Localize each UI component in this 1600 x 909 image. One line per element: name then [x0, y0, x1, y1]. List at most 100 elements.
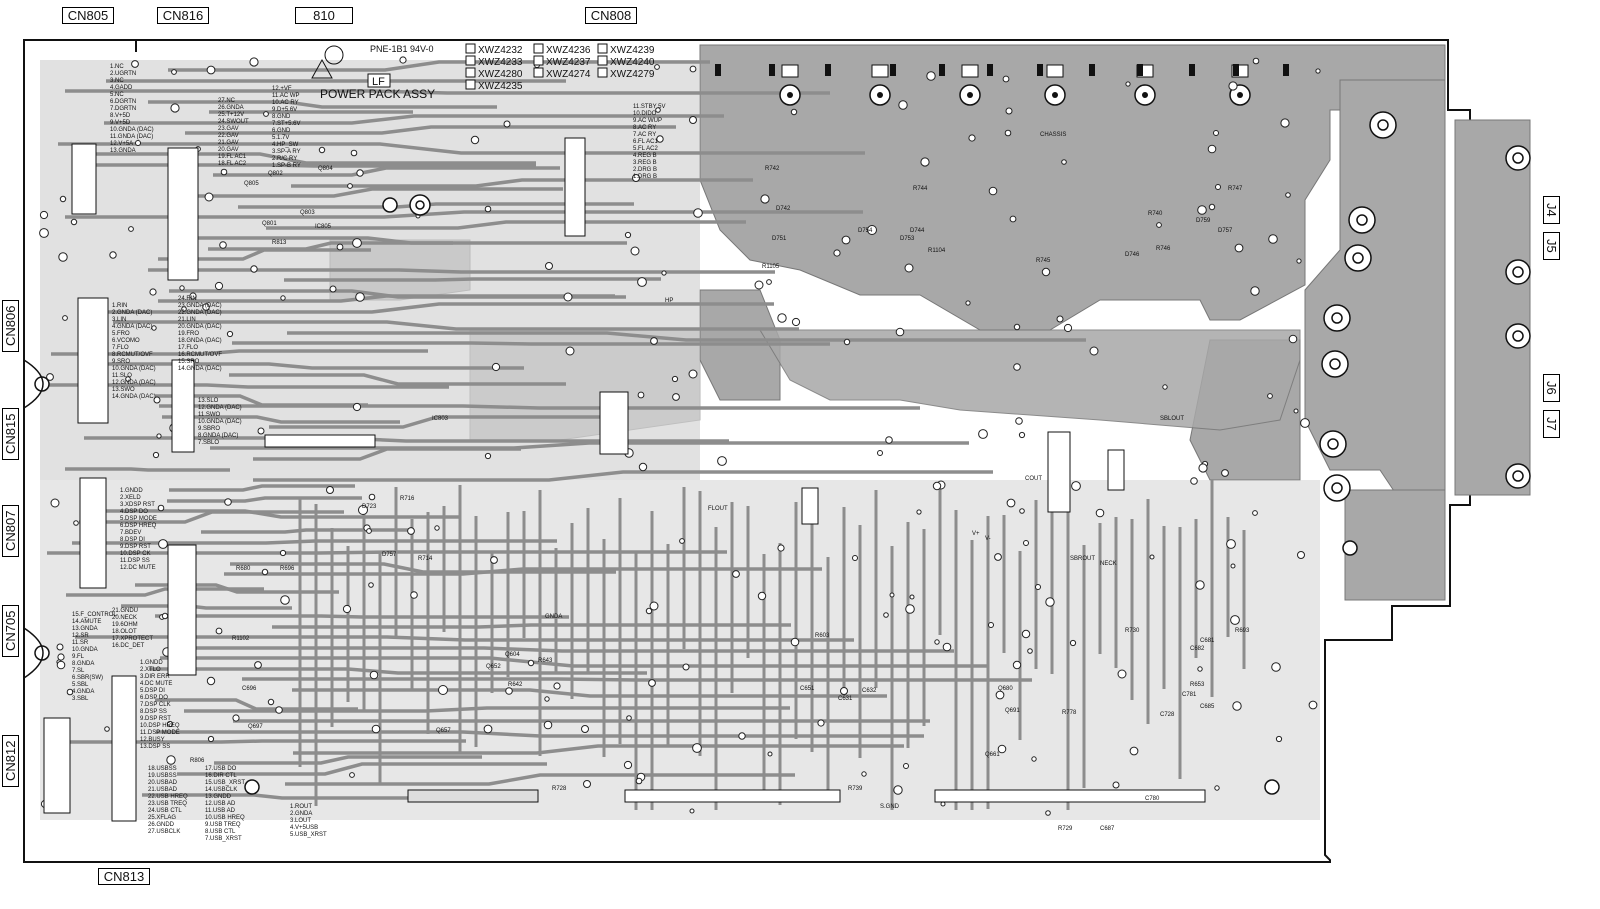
pin-list-cn813c: 18.USBSS 19.USBSS 20.USBAD 21.USBAD 22.U…	[148, 766, 188, 835]
net-label: HP	[665, 298, 673, 304]
net-label: COUT	[1025, 476, 1042, 482]
net-label: NECK	[1100, 561, 1117, 567]
component-ref: R714	[418, 556, 433, 562]
component-ref: R806	[190, 758, 205, 764]
component-ref: C681	[1200, 638, 1215, 644]
net-label: GNDA	[545, 614, 562, 620]
component-ref: Q801	[262, 221, 277, 227]
pin-list-cn805: 1.NC 2.UGRTN 3.NC 4.GADD 5.NC 6.DGRTN 7.…	[110, 64, 154, 154]
connector-label-cn805: CN805	[62, 7, 114, 24]
jack-label-j4: J4	[1543, 196, 1560, 224]
connector-label-cn812: CN812	[2, 735, 19, 787]
board-title: POWER PACK ASSY	[320, 87, 435, 101]
pin-list-cn815: 13.SLO 12.GNDA (DAC) 11.SWO 10.GNDA (DAC…	[198, 398, 242, 446]
component-ref: C780	[1145, 796, 1160, 802]
component-ref: IC805	[315, 224, 332, 230]
revision-code: XWZ4232	[478, 45, 523, 56]
component-ref: R740	[1148, 211, 1163, 217]
component-ref: R745	[1036, 258, 1051, 264]
component-ref: D742	[776, 206, 791, 212]
component-ref: C728	[1160, 712, 1175, 718]
pin-list-cn807: 1.GNDD 2.XELD 3.XDSP RST 4.DSP DO 5.DSP …	[120, 488, 157, 571]
trace-region	[40, 60, 1320, 820]
component-ref: R716	[400, 496, 415, 502]
component-ref: R643	[538, 658, 553, 664]
component-ref: Q680	[998, 686, 1013, 692]
pin-list-cn816b: 27.NC 26.GNDA 25.T+12V 24.SWOUT 23.GAV 2…	[218, 98, 249, 167]
connector-label-cn705: CN705	[2, 605, 19, 657]
component-ref: R746	[1156, 246, 1171, 252]
component-ref: C631	[838, 696, 853, 702]
jack-label-j5: J5	[1543, 232, 1560, 260]
component-ref: R1102	[232, 636, 250, 642]
net-label: V-	[985, 536, 991, 542]
component-ref: C632	[862, 688, 877, 694]
net-label: FLOUT	[708, 506, 728, 512]
component-ref: Q604	[505, 652, 520, 658]
revision-code: XWZ4233	[478, 57, 523, 68]
speaker-terminals	[382, 111, 1531, 502]
component-ref: C696	[242, 686, 257, 692]
component-ref: D746	[1125, 252, 1140, 258]
component-ref: R744	[913, 186, 928, 192]
net-label: CHASSIS	[1040, 132, 1066, 138]
revision-code: XWZ4274	[546, 69, 591, 80]
component-ref: R747	[1228, 186, 1243, 192]
component-ref: IC803	[432, 416, 449, 422]
component-ref: R728	[552, 786, 567, 792]
component-ref: Q805	[244, 181, 259, 187]
component-ref: Q661	[985, 752, 1000, 758]
board-silkscreen: PNE-1B1 94V-0 POWER PACK ASSY LF	[311, 44, 435, 101]
revision-code: XWZ4280	[478, 69, 523, 80]
pin-list-cn813b: 1.ROUT 2.GNDA 3.LOUT 4.V+5USB 5.USB_XRST	[290, 804, 327, 838]
component-ref: R1104	[928, 248, 946, 254]
revision-boxes: XWZ4232XWZ4233XWZ4280XWZ4235XWZ4236XWZ42…	[465, 43, 655, 92]
net-labels: CHASSISGNDAS.GNDV+V-FLOUTSBLOUTSBROUTNEC…	[545, 132, 1184, 810]
component-ref: Q657	[436, 728, 451, 734]
lf-mark: LF	[372, 76, 385, 88]
jack-label-j6: J6	[1543, 374, 1560, 402]
revision-code: XWZ4236	[546, 45, 591, 56]
component-ref: C651	[800, 686, 815, 692]
net-label: S.GND	[880, 804, 900, 810]
component-ref: R693	[1235, 628, 1250, 634]
component-ref: R778	[1062, 710, 1077, 716]
component-ref: C682	[1190, 646, 1205, 652]
pin-list-cn813: 17.USB DO 16.DIR CTL 15.USB_XRST 14.USBC…	[205, 766, 246, 842]
pin-list-cn806: 24.RIN 23.GNDA (DAC) 22.GNDA (DAC) 21.LI…	[178, 296, 223, 372]
component-ref: D744	[910, 228, 925, 234]
component-ref: Q804	[318, 166, 333, 172]
component-ref: R642	[508, 682, 523, 688]
revision-code: XWZ4235	[478, 81, 523, 92]
pin-list-cn705: 15.F_CONTROL 14.AMUTE 13.GNDA 12.SR 11.S…	[72, 612, 117, 702]
component-ref: Q803	[300, 210, 315, 216]
vias	[39, 56, 1321, 816]
pin-list-cn816: 12.+VF 11.AC WP 10.AC RY 9.D+5.6V 8.GND …	[272, 86, 301, 169]
component-ref: R742	[765, 166, 780, 172]
component-ref: C685	[1200, 704, 1215, 710]
component-ref: R653	[1190, 682, 1205, 688]
net-label: V+	[972, 531, 980, 537]
connector-label-cn806: CN806	[2, 300, 19, 352]
net-label: SBROUT	[1070, 556, 1095, 562]
revision-code: XWZ4237	[546, 57, 591, 68]
pin-list-cn806b: 1.RIN 2.GNDA (DAC) 3.LIN 4.GNDA (DAC) 5.…	[112, 303, 156, 400]
component-ref: D751	[772, 236, 787, 242]
component-ref: D723	[362, 504, 377, 510]
board-code: PNE-1B1 94V-0	[370, 44, 434, 54]
pin-list-cn808: 11.STBY 5V 10.DIDO 9.AC WUP 8.AC RY 7.AC…	[633, 104, 666, 180]
connector-label-cn813: CN813	[98, 868, 150, 885]
component-ref: D757	[382, 552, 397, 558]
revision-code: XWZ4239	[610, 45, 655, 56]
pin-list-cn812: 1.GNDD 2.XTLO 3.DIR ERR 4.DC MUTE 5.DSP …	[140, 660, 180, 750]
component-ref: C687	[1100, 826, 1115, 832]
revision-code: XWZ4279	[610, 69, 655, 80]
component-ref: R1105	[762, 264, 780, 270]
component-ref: R739	[848, 786, 863, 792]
connector-label-cn816: CN816	[157, 7, 209, 24]
component-ref: R696	[280, 566, 295, 572]
component-ref: Q697	[248, 724, 263, 730]
component-ref: D759	[1196, 218, 1211, 224]
